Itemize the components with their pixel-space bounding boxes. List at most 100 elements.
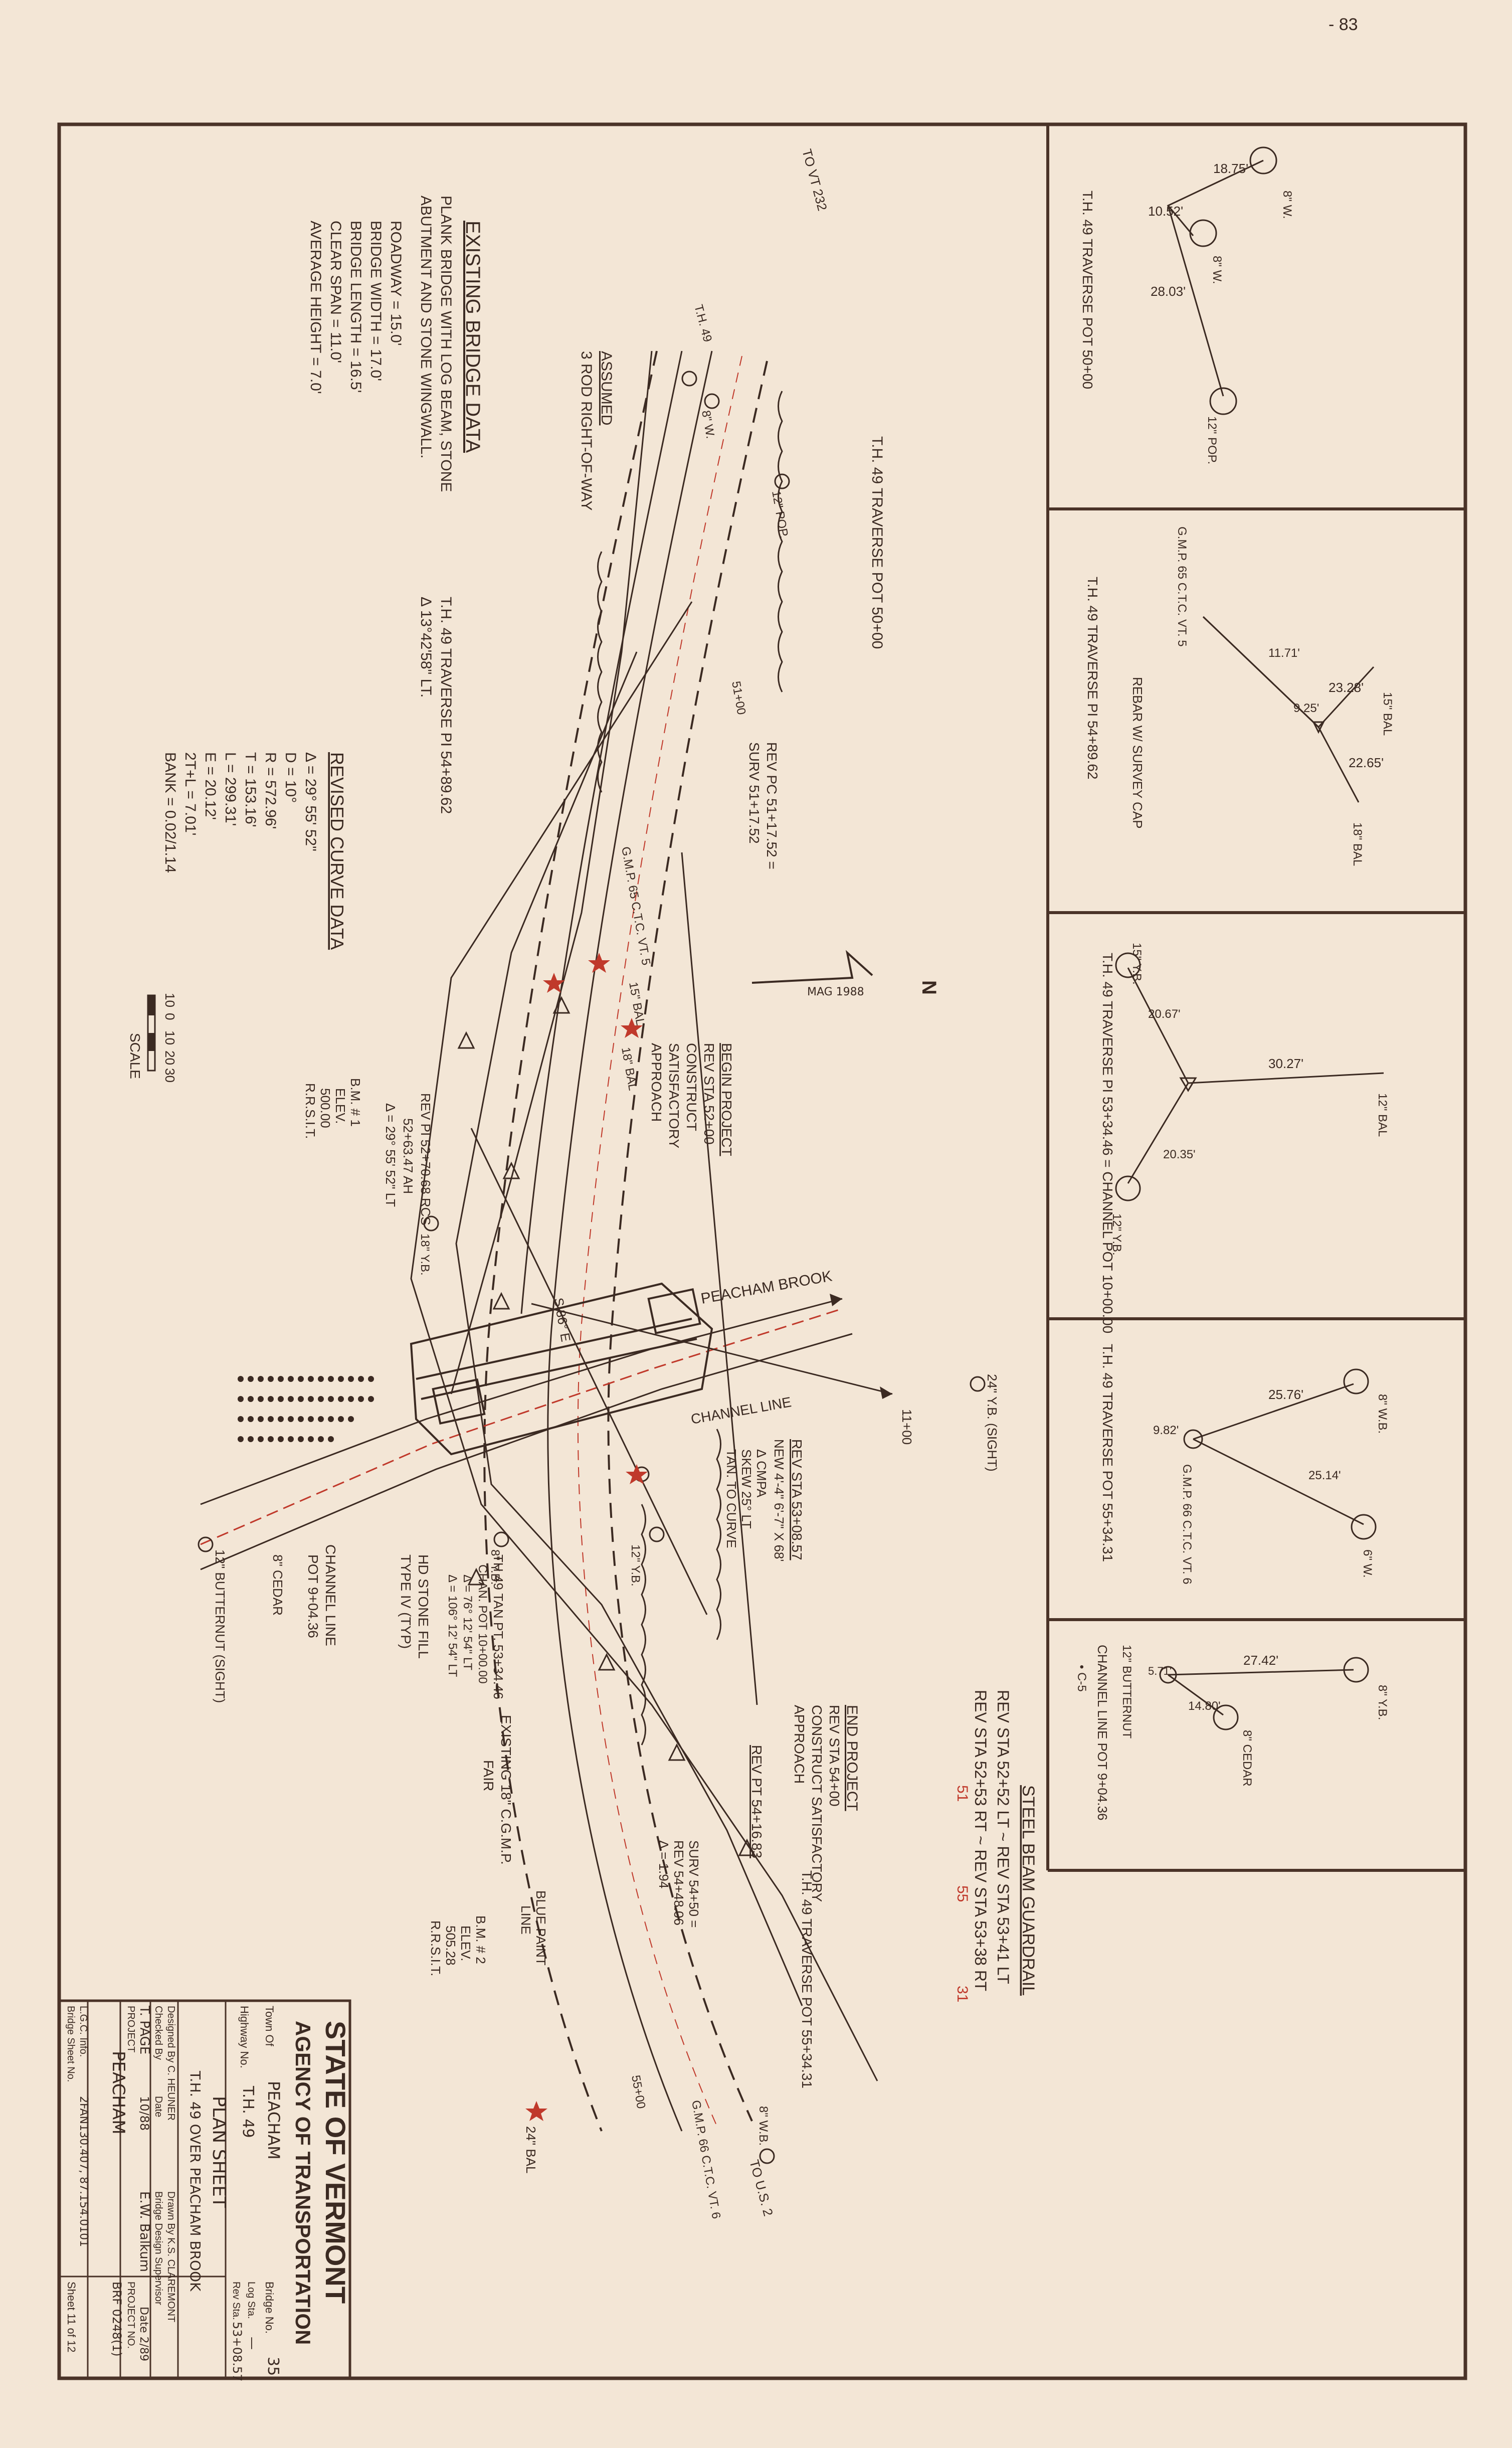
tie1-d1: 18.75'	[1213, 161, 1248, 176]
bm1-d: R.R.S.I.T.	[303, 1083, 318, 1139]
north-arrow: N MAG 1988	[751, 950, 940, 998]
bal-18-label: 18" BAL	[619, 1046, 640, 1092]
tb-highway: T.H. 49	[239, 2085, 257, 2138]
to-vt-label: TO VT 232	[799, 147, 830, 213]
bridge-span: CLEAR SPAN = 11.0'	[327, 221, 344, 363]
curve-r: R = 572.96'	[262, 752, 279, 829]
tb-highway-label: Highway No.	[238, 2006, 251, 2068]
tb-checked: Checked By	[153, 2006, 164, 2060]
wb-8-label: 8" W.B.	[757, 2106, 770, 2146]
tie4-d1: 9.82'	[1153, 1424, 1179, 1437]
tie-panels	[1046, 124, 1465, 1872]
existing18-label: EXISTING 18" C.G.M.P.	[498, 1715, 514, 1865]
tie4-d3: 25.14'	[1308, 1469, 1341, 1482]
bridge-data-desc2: ABUTMENT AND STONE WINGWALL.	[418, 196, 434, 459]
end-c: CONSTRUCT SATISFACTORY	[809, 1705, 825, 1902]
traverse-pi-line1: T.H. 49 TRAVERSE PI 54+89.62	[438, 597, 454, 814]
tie4-d2: 25.76'	[1268, 1387, 1303, 1402]
tb-subtitle: T.H. 49 OVER PEACHAM BROOK	[187, 2070, 204, 2292]
scale-tick-3: 20	[162, 1051, 177, 1065]
revpi-c: Δ = 29° 55' 52" LT	[383, 1103, 398, 1207]
scale-tick-1: 0	[162, 1013, 177, 1020]
bal-24-label: 24" BAL	[523, 2126, 538, 2174]
tb-state: STATE OF VERMONT	[320, 2021, 351, 2304]
tie2-d1: 11.71'	[1268, 646, 1300, 660]
tb-project-no-label: PROJECT NO.	[125, 2282, 136, 2349]
tie4-t2: 6" W.	[1361, 1549, 1374, 1578]
begin-5: APPROACH	[649, 1043, 664, 1122]
rev-sta-new-c: Δ CMPA	[754, 1449, 769, 1498]
curve-delta: Δ = 29° 55' 52"	[302, 752, 319, 851]
bm2-c: 505.28	[443, 1926, 458, 1966]
tb-designed: Designed By C. HEUNER	[165, 2006, 176, 2121]
curve-data-block: REVISED CURVE DATA Δ = 29° 55' 52" D = 1…	[162, 752, 347, 950]
curve-e: E = 20.12'	[202, 752, 219, 820]
tb-lgc-label: L.G.C. Info.	[78, 2006, 89, 2057]
guardrail-line2: REV STA 52+53 RT ~ REV STA 53+38 RT	[972, 1690, 990, 1991]
sta-5100-label: 51+00	[729, 680, 748, 716]
tb-supervisor: E.W. Balkum	[137, 2191, 152, 2272]
gmp-66-label: G.M.P. 66 C.T.C. VT. 6	[689, 2099, 723, 2220]
pot5000-label: T.H. 49 TRAVERSE POT 50+00	[869, 436, 885, 649]
surv-pt-b: REV 54+48.06	[671, 1840, 686, 1926]
tb-project-label: PROJECT	[125, 2006, 136, 2052]
bridge-structure	[410, 1282, 713, 1456]
s86e-label: S 86° E	[551, 1297, 574, 1343]
end-b: REV STA 54+00	[827, 1705, 842, 1807]
scale-tick-0: 10	[162, 993, 177, 1007]
tie1-d3: 28.03'	[1151, 284, 1186, 299]
tie-panel-3: T.H. 49 TRAVERSE PI 53+34.46 = CHANNEL P…	[1100, 943, 1389, 1333]
tie3-d3: 20.35'	[1163, 1148, 1196, 1161]
rev-sta-new-b: NEW 4'-4" 6'-7" X 68'	[772, 1439, 787, 1561]
surv-pc-label: SURV 51+17.52	[746, 742, 762, 844]
bm2-a: B.M. # 2	[473, 1915, 488, 1964]
pot5534-label: T.H. 49 TRAVERSE POT 55+34.31	[799, 1870, 815, 2088]
peacham-brook	[200, 1294, 893, 1570]
bm2-b: ELEV.	[458, 1926, 473, 1961]
tb-drawn: Drawn By K.S. CLAREMONT	[165, 2191, 176, 2322]
tb-bridge-label: Bridge No.	[263, 2282, 276, 2334]
guardrail-note: STEEL BEAM GUARDRAIL REV STA 52+52 LT ~ …	[954, 1690, 1038, 2002]
yb-18-label: 18" Y.B.	[418, 1234, 432, 1276]
traverse-pi-line2: Δ 13°42'58" LT.	[418, 597, 434, 697]
yb-12-label: 12" Y.B.	[629, 1544, 642, 1587]
bm1-c: 500.00	[318, 1088, 333, 1128]
tb-town: PEACHAM	[264, 2081, 283, 2160]
bm2-d: R.R.S.I.T.	[428, 1920, 443, 1976]
bal-15-label: 15" BAL	[626, 981, 647, 1026]
rev-sta-new-a: REV STA 53+08.57	[789, 1439, 805, 1560]
revpi-b: 52+63.47 AH	[401, 1118, 416, 1194]
tie3-d1: 20.67'	[1148, 1007, 1181, 1021]
tb-agency: AGENCY OF TRANSPORTATION	[291, 2021, 315, 2345]
tie5-d3: 5.71'	[1148, 1665, 1172, 1677]
tie5-d1: 27.42'	[1243, 1653, 1278, 1668]
butternut-label: 12" BUTTERNUT (SIGHT)	[213, 1549, 228, 1703]
tie1-caption: T.H. 49 TRAVERSE POT 50+00	[1080, 191, 1095, 389]
channel-pot-a: CHANNEL LINE	[323, 1544, 338, 1646]
stonefill-a: HD STONE FILL	[416, 1554, 431, 1659]
bm1-a: B.M. # 1	[348, 1078, 363, 1127]
wm8-label: 8" W.	[699, 409, 717, 439]
guardrail-red1: 51	[954, 1785, 971, 1802]
bridge-length: BRIDGE LENGTH = 16.5'	[347, 221, 364, 393]
tie3-d2: 30.27'	[1268, 1056, 1303, 1071]
bridge-height: AVERAGE HEIGHT = 7.0'	[307, 221, 324, 394]
rev-sta-new-d: SKEW 25° LT	[739, 1449, 754, 1529]
north-label: N	[918, 980, 940, 995]
scale-tick-2: 10	[162, 1030, 177, 1045]
scale-tick-4: 30	[162, 1068, 177, 1083]
th49tan-b: CHAN. POT 10+00.00	[476, 1564, 489, 1684]
stonefill-b: TYPE IV (TYP)	[398, 1554, 414, 1649]
tie2-d2: 9.25'	[1293, 702, 1319, 715]
tie2-t1: 15" BAL	[1381, 692, 1394, 736]
th49tan-c: Δ = 76° 12' 54" LT	[461, 1575, 474, 1670]
bm1-b: ELEV.	[333, 1088, 348, 1124]
tb-sheet-title: PLAN SHEET	[209, 2096, 229, 2208]
tie5-sub: • C-5	[1075, 1665, 1088, 1692]
survey-lines	[410, 351, 878, 2081]
gmp-65-label: G.M.P. 65 C.T.C. VT. 5	[619, 845, 653, 966]
tie4-gmp: G.M.P. 66 C.T.C. VT. 6	[1180, 1464, 1194, 1585]
tie2-caption: T.H. 49 TRAVERSE PI 54+89.62	[1085, 577, 1100, 779]
sheet-border	[57, 122, 1467, 2380]
